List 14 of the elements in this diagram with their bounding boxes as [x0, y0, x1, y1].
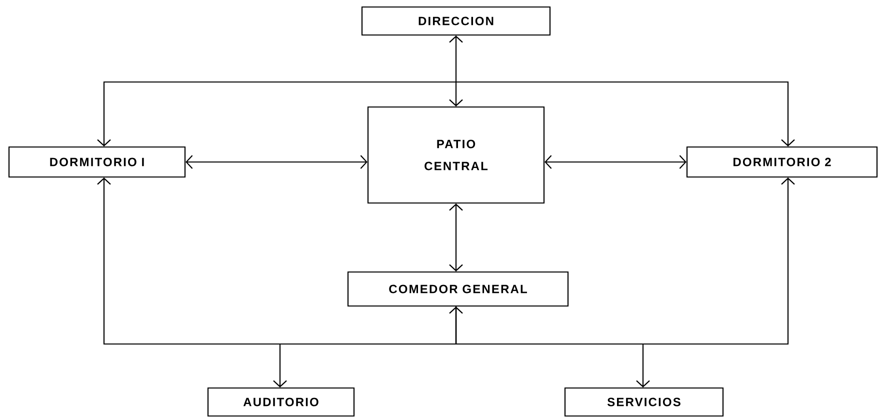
arrow — [186, 155, 368, 169]
arrow — [544, 155, 686, 169]
room-box: COMEDOR GENERAL — [347, 271, 569, 307]
arrow — [449, 204, 463, 272]
arrow — [449, 36, 463, 106]
room-box: DORMITORIO 2 — [686, 146, 878, 178]
room-box: DIRECCION — [361, 6, 551, 36]
room-box: PATIO CENTRAL — [367, 106, 545, 204]
room-box: SERVICIOS — [564, 387, 724, 417]
arrow — [97, 81, 795, 146]
room-box: AUDITORIO — [207, 387, 355, 417]
arrow — [455, 306, 650, 388]
arrow — [97, 178, 463, 345]
room-box: DORMITORIO I — [8, 146, 186, 178]
